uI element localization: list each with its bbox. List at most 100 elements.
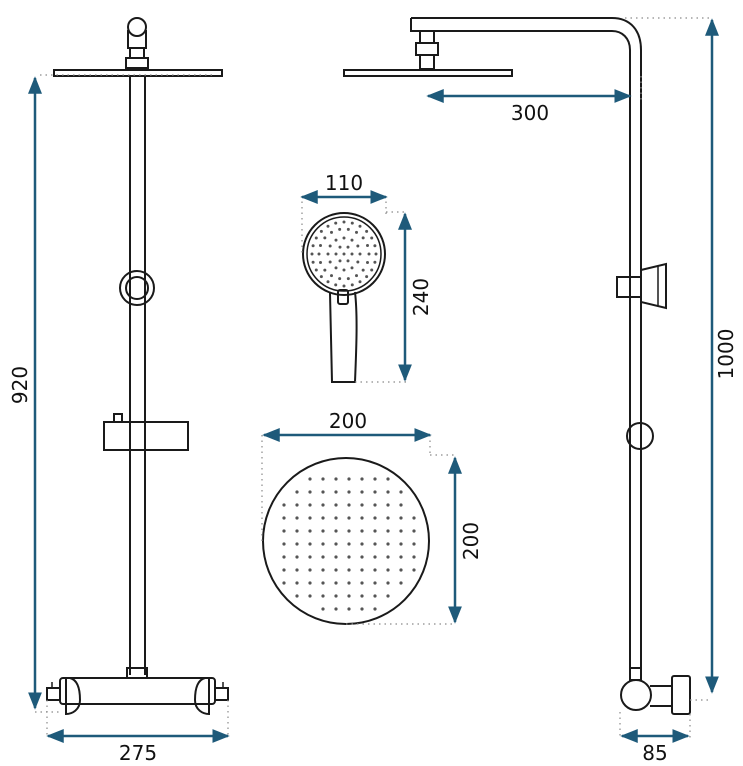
nozzle-hole bbox=[373, 529, 377, 533]
nozzle-hole bbox=[295, 568, 299, 572]
nozzle-hole bbox=[350, 221, 354, 225]
nozzle-hole bbox=[360, 542, 364, 546]
nozzle-hole bbox=[370, 268, 374, 272]
nozzle-hole bbox=[373, 555, 377, 559]
side-slider bbox=[616, 262, 667, 310]
nozzle-hole bbox=[365, 261, 369, 265]
nozzle-hole bbox=[295, 555, 299, 559]
nozzle-hole bbox=[355, 230, 358, 234]
nozzle-hole bbox=[347, 490, 351, 494]
nozzle-hole bbox=[334, 266, 338, 270]
nozzle-hole bbox=[412, 529, 416, 533]
nozzle-hole bbox=[347, 477, 351, 481]
nozzle-hole bbox=[361, 268, 365, 272]
nozzle-hole bbox=[350, 266, 354, 270]
nozzle-hole bbox=[319, 229, 323, 233]
nozzle-hole bbox=[399, 503, 403, 507]
nozzle-hole bbox=[412, 555, 416, 559]
nozzle-hole bbox=[347, 516, 351, 520]
nozzle-hole bbox=[321, 529, 325, 533]
nozzle-hole bbox=[334, 607, 338, 611]
label-side-depth: 85 bbox=[642, 741, 667, 765]
nozzle-hole bbox=[356, 244, 360, 248]
nozzle-hole bbox=[326, 280, 330, 284]
label-front-width: 275 bbox=[119, 741, 157, 765]
nozzle-hole bbox=[386, 542, 390, 546]
side-wall-connector bbox=[620, 667, 691, 715]
nozzle-hole bbox=[373, 568, 377, 572]
nozzle-hole bbox=[347, 607, 351, 611]
nozzle-hole bbox=[330, 230, 333, 234]
hand-shower: 110 240 bbox=[300, 171, 433, 383]
side-overhead-arm bbox=[411, 17, 642, 680]
nozzle-hole bbox=[321, 503, 325, 507]
nozzle-hole bbox=[365, 275, 369, 279]
nozzle-hole bbox=[321, 542, 325, 546]
nozzle-hole bbox=[321, 568, 325, 572]
nozzle-hole bbox=[358, 224, 362, 228]
nozzle-hole bbox=[355, 274, 358, 278]
nozzle-hole bbox=[373, 594, 377, 598]
nozzle-hole bbox=[347, 503, 351, 507]
nozzle-hole bbox=[346, 259, 350, 263]
nozzle-hole bbox=[328, 244, 332, 248]
nozzle-hole bbox=[334, 283, 338, 287]
nozzle-hole bbox=[346, 277, 350, 281]
nozzle-hole bbox=[321, 490, 325, 494]
nozzle-hole bbox=[386, 503, 390, 507]
nozzle-hole bbox=[282, 568, 286, 572]
nozzle-hole bbox=[334, 477, 338, 481]
nozzle-hole bbox=[308, 581, 312, 585]
nozzle-hole bbox=[373, 516, 377, 520]
nozzle-hole bbox=[347, 529, 351, 533]
nozzle-hole bbox=[399, 568, 403, 572]
nozzle-hole bbox=[412, 568, 416, 572]
hand-shower-handle bbox=[329, 291, 358, 383]
nozzle-hole bbox=[358, 280, 362, 284]
nozzle-hole bbox=[295, 594, 299, 598]
nozzle-hole bbox=[282, 581, 286, 585]
label-hand-width: 110 bbox=[325, 171, 363, 195]
nozzle-hole bbox=[360, 503, 364, 507]
nozzle-hole bbox=[295, 542, 299, 546]
nozzle-hole bbox=[360, 607, 364, 611]
nozzle-hole bbox=[347, 594, 351, 598]
hand-shower-nozzles bbox=[310, 220, 378, 288]
nozzle-hole bbox=[350, 238, 354, 242]
nozzle-hole bbox=[282, 542, 286, 546]
nozzle-hole bbox=[386, 477, 390, 481]
nozzle-hole bbox=[334, 555, 338, 559]
nozzle-hole bbox=[328, 260, 332, 264]
nozzle-hole bbox=[373, 244, 377, 248]
nozzle-hole bbox=[308, 490, 312, 494]
nozzle-hole bbox=[334, 542, 338, 546]
nozzle-hole bbox=[346, 245, 350, 249]
front-mixer bbox=[46, 667, 229, 716]
nozzle-hole bbox=[308, 568, 312, 572]
nozzle-hole bbox=[323, 236, 327, 240]
nozzle-hole bbox=[386, 516, 390, 520]
nozzle-hole bbox=[399, 542, 403, 546]
nozzle-hole bbox=[346, 227, 350, 231]
nozzle-hole bbox=[334, 252, 338, 256]
nozzle-hole bbox=[295, 529, 299, 533]
nozzle-hole bbox=[342, 252, 346, 256]
nozzle-hole bbox=[360, 594, 364, 598]
nozzle-hole bbox=[386, 581, 390, 585]
nozzle-hole bbox=[386, 594, 390, 598]
nozzle-hole bbox=[308, 477, 312, 481]
nozzle-hole bbox=[319, 261, 323, 265]
label-side-height: 1000 bbox=[714, 329, 738, 380]
nozzle-hole bbox=[350, 252, 354, 256]
nozzle-hole bbox=[399, 516, 403, 520]
nozzle-hole bbox=[373, 490, 377, 494]
label-rain-height: 200 bbox=[459, 522, 483, 560]
nozzle-hole bbox=[360, 477, 364, 481]
nozzle-hole bbox=[282, 529, 286, 533]
nozzle-hole bbox=[308, 503, 312, 507]
nozzle-hole bbox=[317, 252, 321, 256]
nozzle-hole bbox=[350, 283, 354, 287]
nozzle-hole bbox=[321, 516, 325, 520]
nozzle-hole bbox=[326, 224, 330, 228]
nozzle-hole bbox=[308, 542, 312, 546]
